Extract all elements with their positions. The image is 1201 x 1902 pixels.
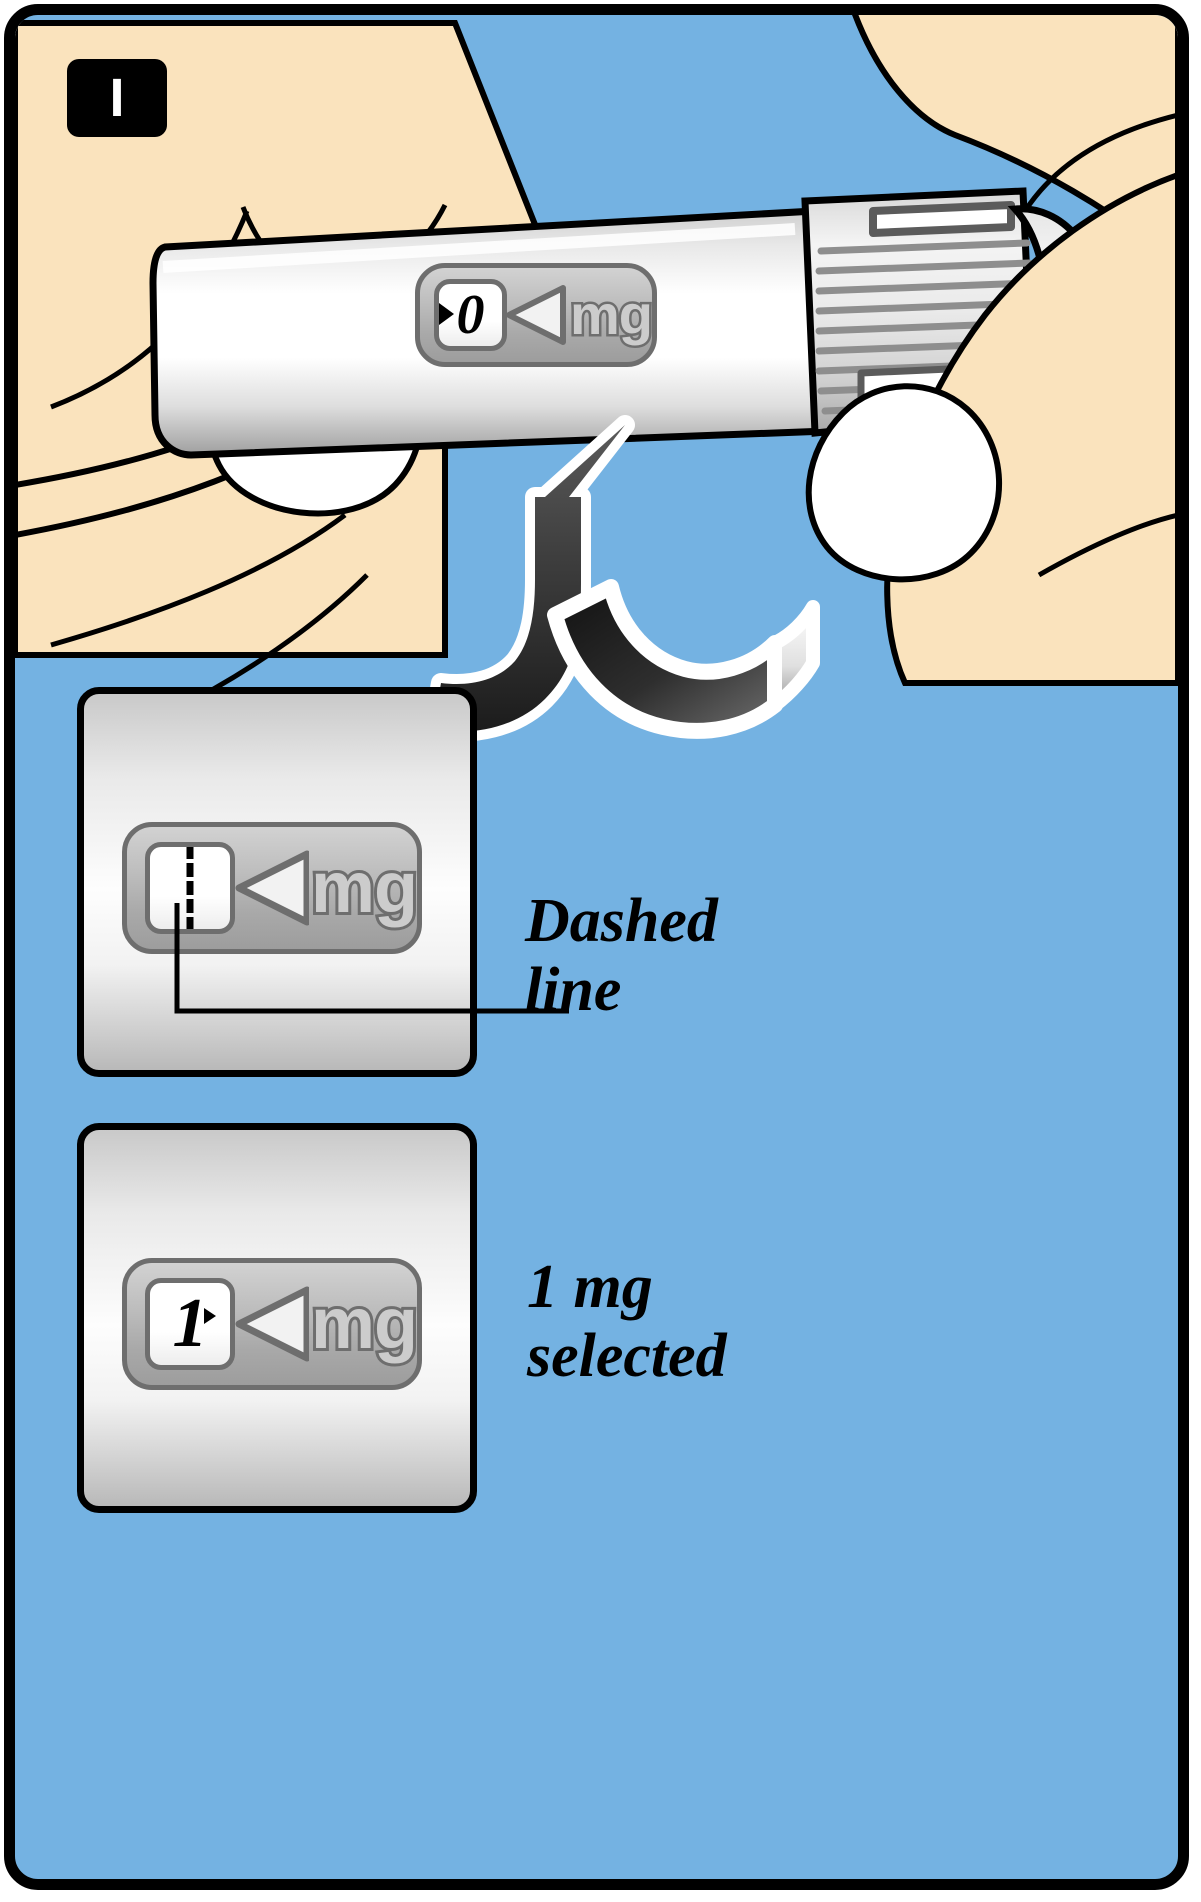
dose-marker-icon-main <box>506 285 566 345</box>
dose-value-main: 0 <box>456 284 485 346</box>
dose-window-main: 0 <box>434 279 507 351</box>
dose-unit-inset2: mg <box>308 1284 421 1364</box>
dose-window-inset2: 1 <box>145 1278 235 1370</box>
dose-unit-inset1: mg <box>308 848 421 928</box>
step-number-badge: I <box>67 59 167 137</box>
illustration-panel: 0 mg mg <box>4 4 1189 1890</box>
dose-window-inset1 <box>145 842 235 934</box>
callout-one-mg-selected: 1 mg selected <box>527 1253 727 1391</box>
inset-one-mg-selected: 1 mg <box>77 1123 477 1513</box>
dose-display-inset1: mg <box>122 822 422 954</box>
dose-pointer-tick-main <box>439 303 454 325</box>
dose-display-inset2: 1 mg <box>122 1258 422 1390</box>
step-number-label: I <box>109 68 125 128</box>
dose-marker-icon-inset2 <box>235 1286 309 1362</box>
right-hand <box>805 15 1178 686</box>
rotate-dial-arrow <box>423 415 820 742</box>
inset-dashed-line: mg <box>77 687 477 1077</box>
dashed-line-indicator <box>186 847 194 929</box>
dose-unit-main: mg <box>568 283 656 346</box>
dose-marker-icon-inset1 <box>235 850 309 926</box>
dose-pointer-tick-inset2 <box>204 1308 216 1324</box>
dashed-line-leader <box>174 903 569 1014</box>
dose-value-inset2: 1 <box>172 1285 208 1362</box>
dose-display-main: 0 mg <box>415 263 657 367</box>
